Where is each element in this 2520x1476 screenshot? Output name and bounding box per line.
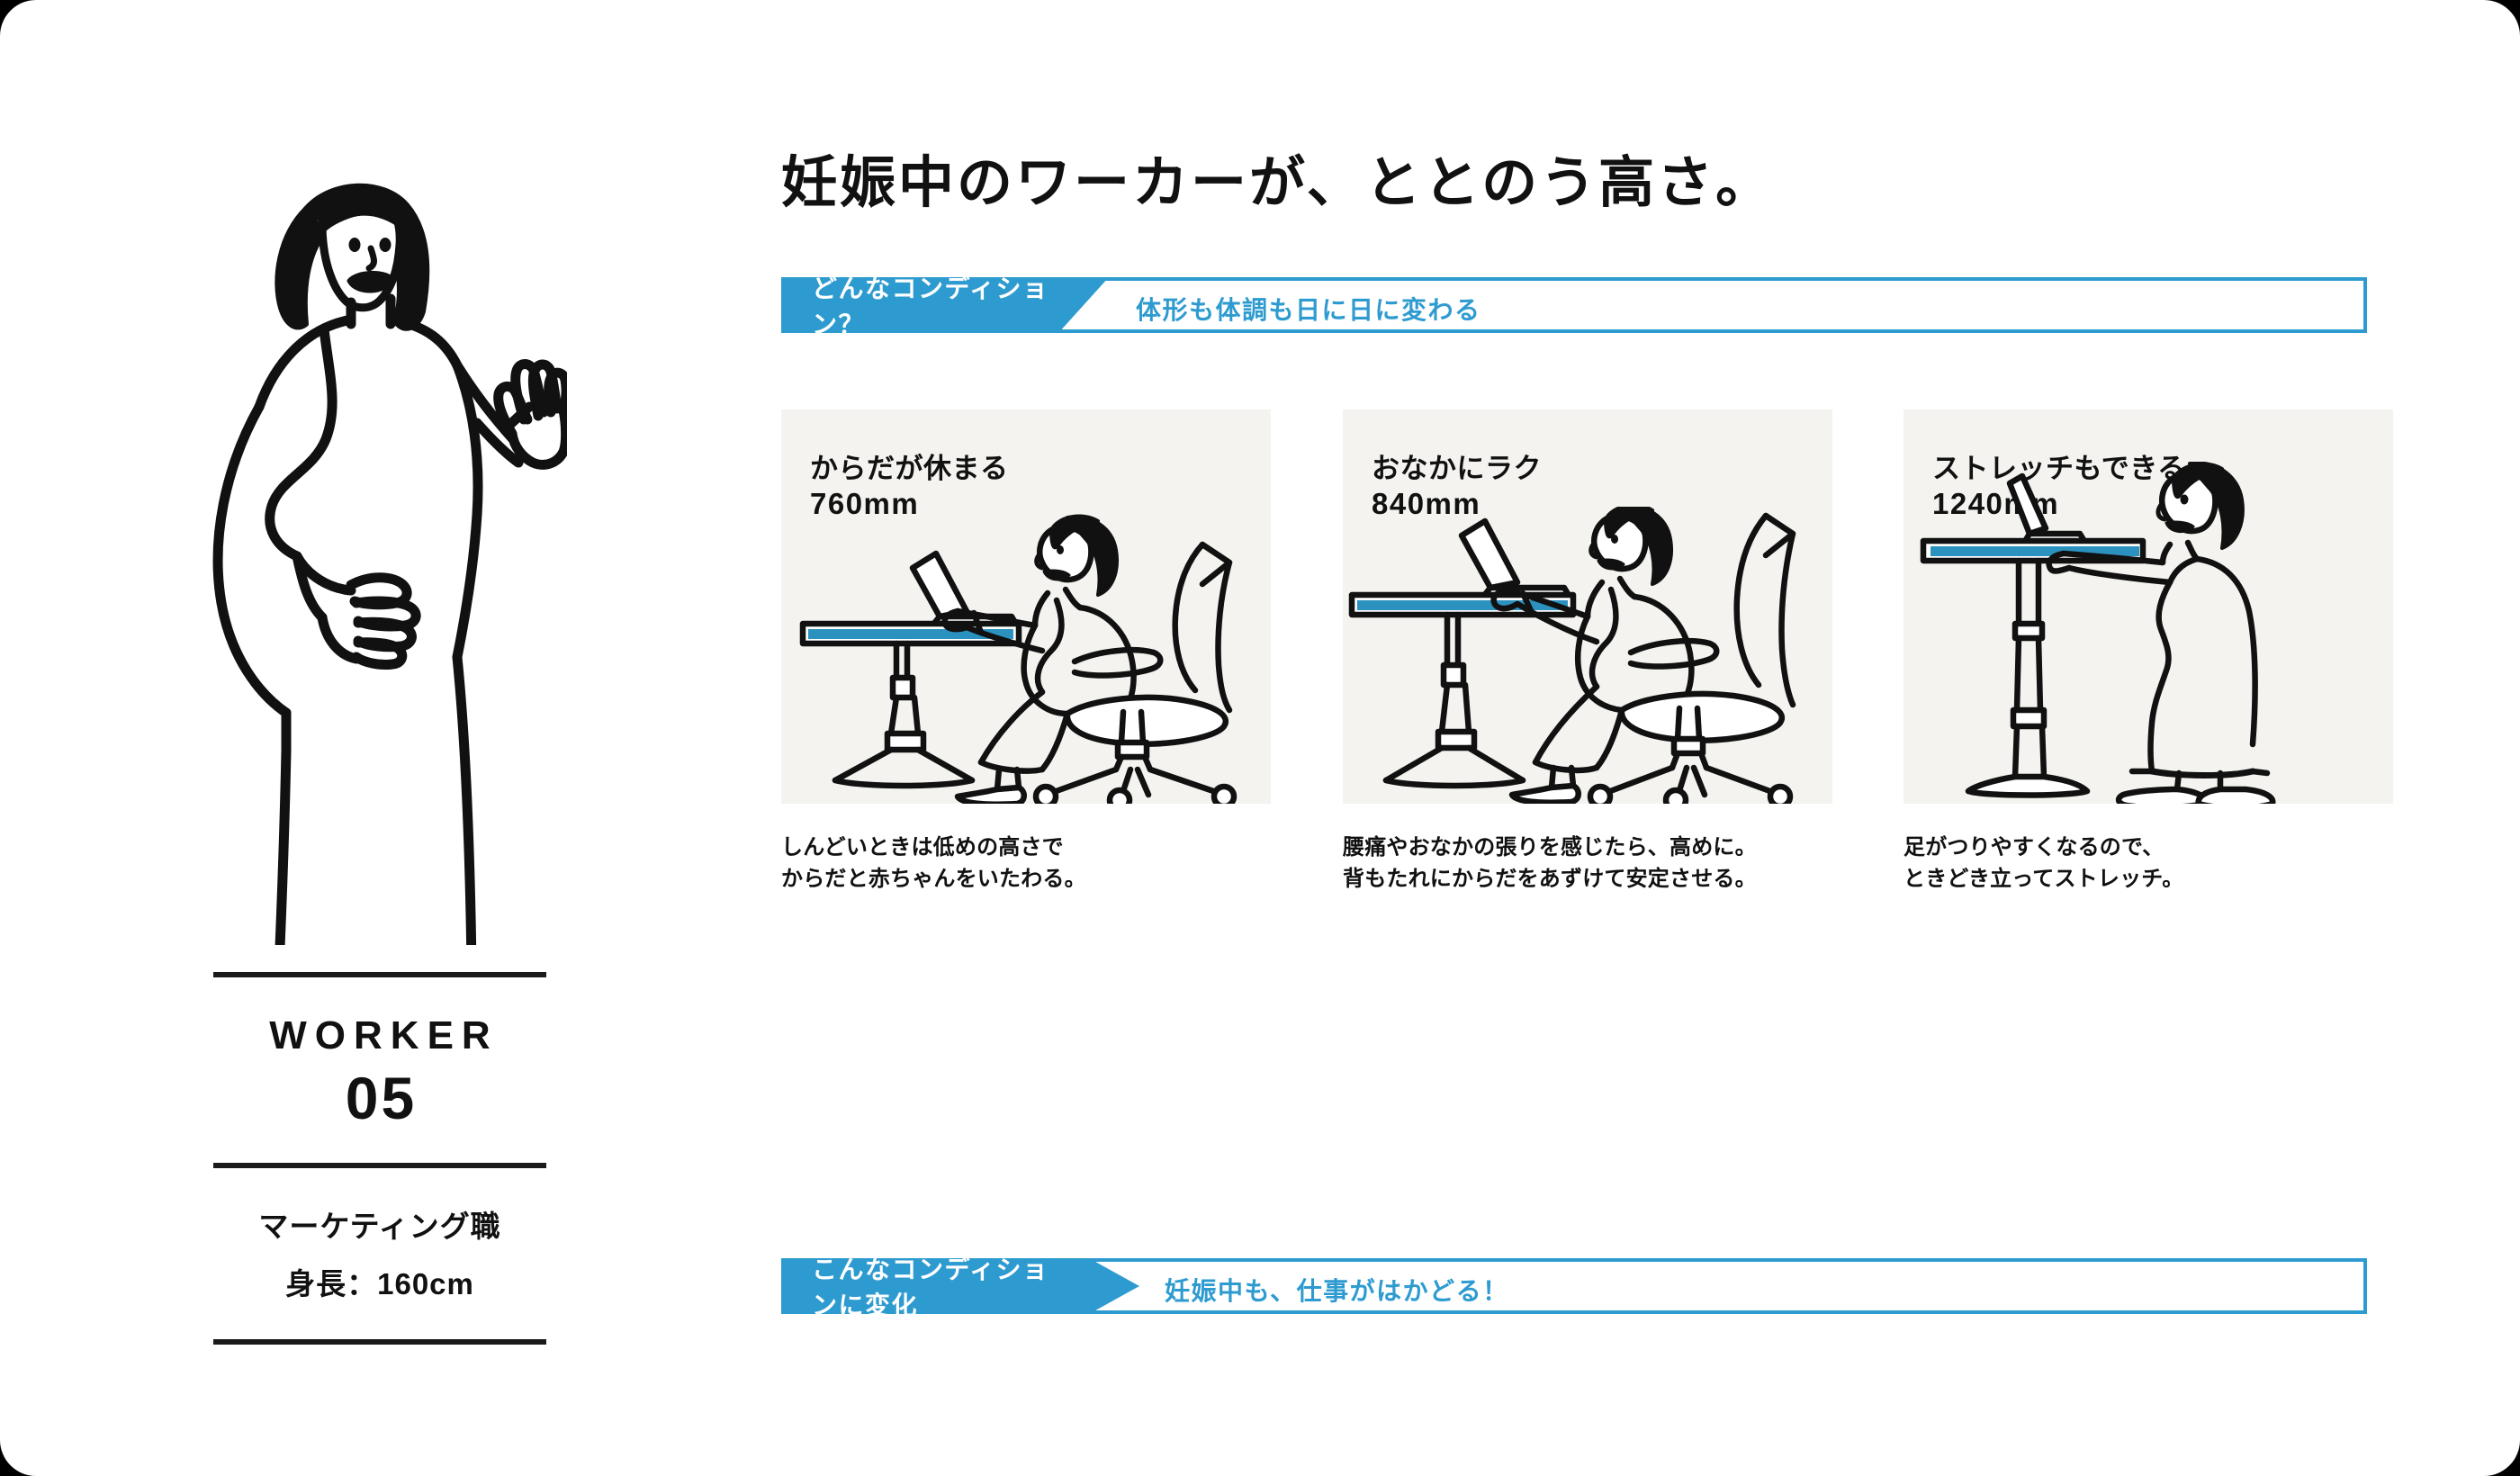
scenario-caption: 腰痛やおなかの張りを感じたら、高めに。 背もたれにからだをあずけて安定させる。 [1343,835,1757,891]
persona-rule-middle [213,1163,546,1168]
scenario-height: 760mm [810,487,920,520]
condition-result-tag: こんなコンディションに変化 [781,1258,1139,1314]
persona-panel: WORKER 05 マーケティング職 身長：160cm [0,0,720,1476]
condition-result-banner: こんなコンディションに変化 妊娠中も、仕事がはかどる！ [781,1258,2367,1314]
condition-result-text: 妊娠中も、仕事がはかどる！ [1165,1277,1509,1305]
scenario-title: おなかにラク [1372,453,1542,484]
scenario-card: からだが休まる 760mm [781,410,1271,814]
condition-question-tag: どんなコンディション？ [781,277,1109,333]
standing-desk-illustration [1904,462,2393,804]
scenario-height: 840mm [1372,487,1481,520]
persona-meta: WORKER 05 マーケティング職 身長：160cm [213,972,546,1345]
persona-rule-bottom [213,1339,546,1345]
page-title: 妊娠中のワーカーが、ととのう高さ。 [781,152,1775,214]
seated-low-desk-illustration [781,507,1271,814]
condition-question-text: 体形も体調も日に日に変わる [1136,296,1481,324]
persona-role: マーケティング職 [258,1210,501,1243]
worker-number: 05 [345,1065,418,1131]
scenario-caption: しんどいときは低めの高さで からだと赤ちゃんをいたわる。 [781,835,1086,891]
scenario-title: からだが休まる [810,453,1009,484]
worker-label: WORKER [269,1013,499,1058]
scenario-card: ストレッチもできる 1240mm [1904,410,2393,804]
persona-rule-top [213,972,546,977]
content-panel: 妊娠中のワーカーが、ととのう高さ。 どんなコンディション？ 体形も体調も日に日に… [720,0,2520,1476]
height-scenario-cards: からだが休まる 760mm [781,410,2393,1102]
condition-question-banner: どんなコンディション？ 体形も体調も日に日に変わる [781,277,2367,333]
scenario-title: ストレッチもできる [1932,453,2186,484]
scenario-caption: 足がつりやすくなるので、 ときどき立ってストレッチ。 [1904,835,2184,891]
seated-high-desk-illustration [1343,503,1832,814]
persona-height: 身長：160cm [285,1267,474,1300]
scenario-card: おなかにラク 840mm [1343,410,1832,814]
pregnant-worker-waving-illustration [171,153,572,1055]
